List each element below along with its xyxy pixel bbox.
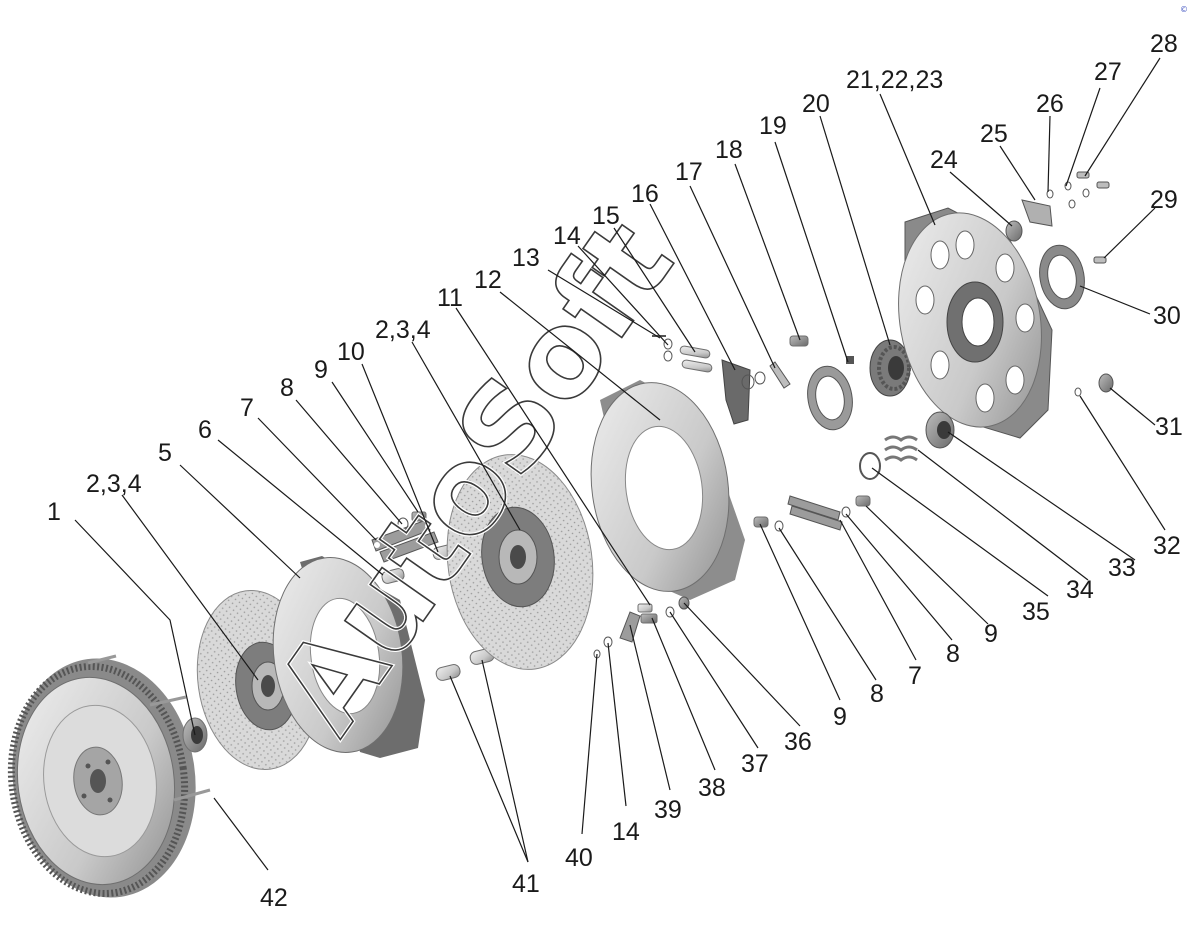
callout-42: 42 xyxy=(260,884,288,912)
rear-friction-disc-part xyxy=(446,454,594,670)
callout-16: 16 xyxy=(631,180,659,208)
spline-hub-part xyxy=(869,339,911,397)
callout-41: 41 xyxy=(512,870,540,898)
callout-6: 6 xyxy=(198,416,212,444)
callout-17: 17 xyxy=(675,158,703,186)
callout-19: 19 xyxy=(759,112,787,140)
callout-2-3-4-right: 2,3,4 xyxy=(375,316,431,344)
callout-13: 13 xyxy=(512,244,540,272)
gasket-19-part xyxy=(807,356,854,431)
callout-12: 12 xyxy=(474,266,502,294)
callout-15: 15 xyxy=(592,202,620,230)
callout-36: 36 xyxy=(784,728,812,756)
callout-25: 25 xyxy=(980,120,1008,148)
levers-part xyxy=(721,335,809,425)
callout-27: 27 xyxy=(1094,58,1122,86)
callout-21-22-23: 21,22,23 xyxy=(846,66,943,94)
leader-lines xyxy=(74,57,1166,871)
flywheel-part xyxy=(7,658,196,898)
flywheel-pins-part xyxy=(87,654,211,802)
nut-31-part xyxy=(1074,373,1114,397)
callout-40: 40 xyxy=(565,844,593,872)
callout-14-bottom: 14 xyxy=(612,818,640,846)
callout-8-right: 8 xyxy=(946,640,960,668)
callout-7-top: 7 xyxy=(240,394,254,422)
pressure-plate-part xyxy=(590,380,745,600)
callout-30: 30 xyxy=(1153,302,1181,330)
intermediate-plate-part xyxy=(272,556,425,758)
callout-14-top: 14 xyxy=(553,222,581,250)
callout-labels: 1 2,3,4 5 6 7 8 9 10 2,3,4 11 12 13 14 1… xyxy=(47,30,1183,912)
release-bearing-part xyxy=(859,411,955,480)
callout-33: 33 xyxy=(1108,554,1136,582)
straps-left-part xyxy=(371,511,439,563)
callout-2-3-4-left: 2,3,4 xyxy=(86,470,142,498)
callout-8-middle: 8 xyxy=(870,680,884,708)
callout-24: 24 xyxy=(930,146,958,174)
callout-39: 39 xyxy=(654,796,682,824)
gasket-30-part xyxy=(1039,244,1085,310)
callout-18: 18 xyxy=(715,136,743,164)
callout-9-top: 9 xyxy=(314,356,328,384)
pins-13-15-part xyxy=(652,335,713,373)
callout-10: 10 xyxy=(337,338,365,366)
callout-26: 26 xyxy=(1036,90,1064,118)
callout-32: 32 xyxy=(1153,532,1181,560)
callout-20: 20 xyxy=(802,90,830,118)
callout-38: 38 xyxy=(698,774,726,802)
callout-8-top: 8 xyxy=(280,374,294,402)
callout-35: 35 xyxy=(1022,598,1050,626)
callout-7-right: 7 xyxy=(908,662,922,690)
callout-31: 31 xyxy=(1155,413,1183,441)
callout-37: 37 xyxy=(741,750,769,778)
clutch-cover-part xyxy=(898,207,1053,439)
callout-1: 1 xyxy=(47,498,61,526)
callout-11: 11 xyxy=(437,284,463,312)
callout-9-middle: 9 xyxy=(833,703,847,731)
top-right-fasteners-part xyxy=(1005,171,1110,264)
callout-9-right: 9 xyxy=(984,620,998,648)
callout-28: 28 xyxy=(1150,30,1178,58)
callout-29: 29 xyxy=(1150,186,1178,214)
corner-mark: © xyxy=(1180,5,1188,14)
callout-5: 5 xyxy=(158,439,172,467)
straps-right-part xyxy=(753,495,871,532)
callout-34: 34 xyxy=(1066,576,1094,604)
